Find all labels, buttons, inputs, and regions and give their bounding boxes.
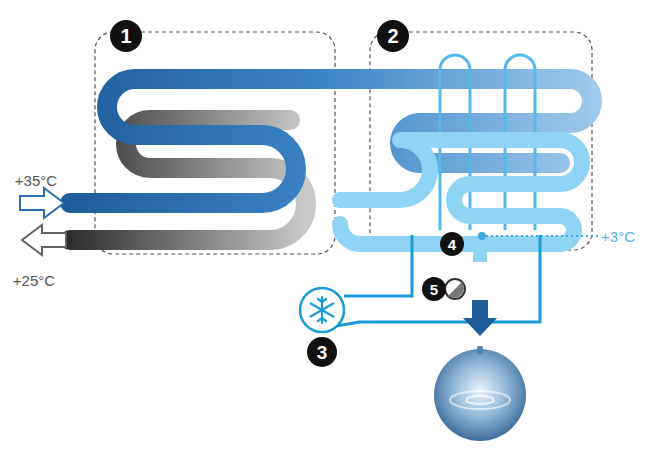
sensor-dot	[478, 232, 486, 240]
snowflake-icon	[311, 297, 334, 323]
chilled-tube	[340, 140, 582, 244]
inlet-arrow	[20, 188, 64, 218]
callout-number: 2	[377, 20, 409, 52]
refrigerant-line	[344, 235, 412, 296]
ripple	[450, 391, 510, 409]
leader-line	[486, 235, 598, 237]
refrigerant-line	[336, 235, 540, 326]
drop	[477, 346, 483, 354]
temperature-label: +3°C	[601, 229, 635, 244]
temperature-label: +25°C	[13, 273, 55, 288]
ripple	[466, 396, 494, 404]
flow-arrow	[463, 300, 497, 336]
callout-number: 5	[422, 277, 446, 301]
water-picture	[434, 349, 526, 441]
cooling-unit	[300, 288, 344, 332]
temperature-label: +35°C	[15, 173, 57, 188]
valve-half	[448, 282, 464, 298]
outlet-arrow	[22, 225, 66, 255]
outlet-tube	[473, 238, 487, 262]
callout-number: 3	[307, 337, 337, 367]
callout-number: 4	[440, 232, 464, 256]
valve	[445, 279, 465, 299]
callout-number: 1	[110, 20, 142, 52]
